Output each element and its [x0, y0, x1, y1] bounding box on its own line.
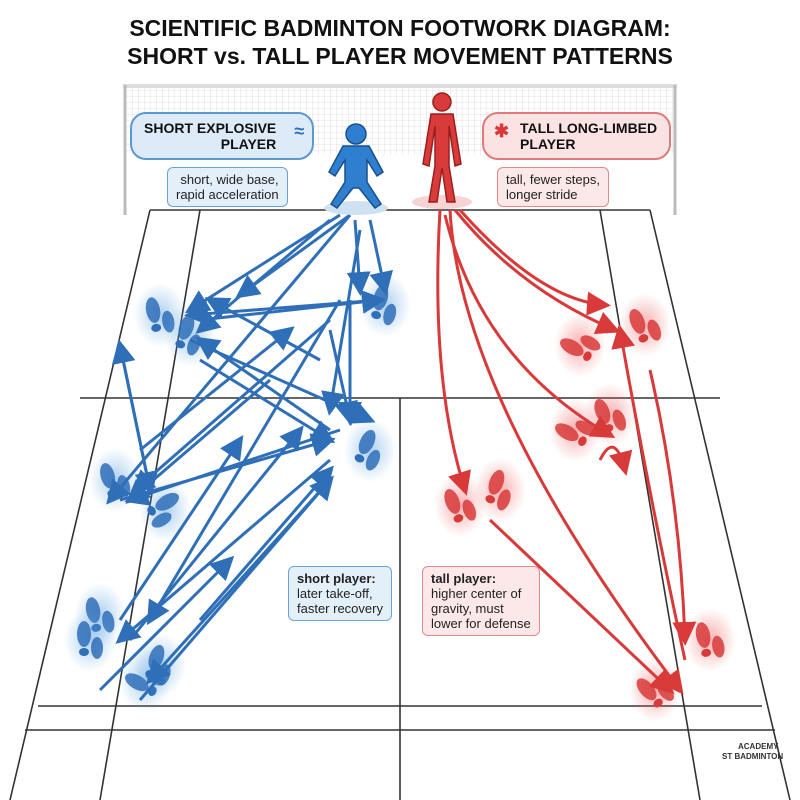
footprint-heel: [638, 334, 649, 343]
tall-note-line3: lower for defense: [431, 616, 531, 631]
diagram-title: SCIENTIFIC BADMINTON FOOTWORK DIAGRAM: S…: [0, 14, 800, 70]
arrow-short-player: [204, 297, 321, 362]
arrow-tall-player: [458, 209, 611, 316]
footprint: [485, 469, 511, 511]
footprint-heel: [453, 514, 464, 523]
footprint: [560, 335, 601, 361]
footprint-sole: [77, 621, 91, 647]
short-player-figure: [324, 123, 388, 215]
footprint: [77, 621, 103, 659]
footprint: [695, 622, 725, 658]
tall-player-desc: tall, fewer steps, longer stride: [497, 167, 609, 207]
arrow-short-player: [125, 378, 271, 504]
arrow-short-player: [198, 465, 334, 621]
tall-desc-line2: longer stride: [506, 187, 578, 202]
arrow-short-player: [139, 326, 295, 452]
arrow-short-player: [321, 229, 362, 416]
movement-arrows: [98, 209, 697, 701]
footprint-sole: [358, 429, 376, 455]
arrow-tall-player: [448, 209, 684, 695]
footprint-heel: [151, 323, 162, 332]
short-desc-line2: rapid acceleration: [176, 187, 279, 202]
arrow-short-player: [368, 219, 393, 296]
arrow-short-player: [118, 344, 159, 496]
footprint-sole: [91, 637, 103, 659]
footprint-sole: [560, 338, 584, 357]
footprint-heel: [701, 648, 712, 657]
footprint: [354, 429, 381, 471]
footprint-sole: [497, 489, 511, 511]
tall-note-title: tall player:: [431, 571, 497, 586]
court-line: [599, 209, 701, 800]
arrow-tall-player: [648, 369, 697, 646]
title-line-1: SCIENTIFIC BADMINTON FOOTWORK DIAGRAM:: [129, 15, 671, 41]
arrow-tall-player: [611, 324, 687, 661]
tall-note-line1: higher center of: [431, 586, 522, 601]
arrow-short-player: [98, 555, 235, 692]
footprint-sole: [647, 319, 662, 341]
footprint-sole: [695, 622, 711, 648]
title-line-2: SHORT vs. TALL PLAYER MOVEMENT PATTERNS: [127, 43, 673, 69]
footprint-heel: [354, 454, 365, 463]
tall-player-label: ✱ TALL LONG-LIMBED PLAYER: [482, 112, 672, 160]
logo-line2: ST BADMINTON: [722, 752, 784, 761]
arrow-tall-player: [443, 214, 616, 439]
footprint-sole: [712, 635, 725, 658]
running-person-icon: ✱: [494, 121, 510, 141]
short-player-desc: short, wide base, rapid acceleration: [167, 167, 288, 207]
footprint-heel: [583, 351, 592, 361]
arrow-tall-player: [436, 209, 471, 496]
footprint-sole: [555, 423, 579, 442]
short-player-note: short player: later take-off, faster rec…: [288, 566, 392, 621]
short-note-line1: later take-off,: [297, 586, 373, 601]
tall-player-figure: [412, 92, 472, 209]
short-note-line2: faster recovery: [297, 601, 383, 616]
short-desc-line1: short, wide base,: [180, 172, 279, 187]
footprint-sole: [580, 335, 601, 351]
footprint-heel: [175, 340, 186, 349]
short-note-title: short player:: [297, 571, 376, 586]
academy-logo: ACADEMY ST BADMINTON: [722, 742, 783, 762]
arrow-tall-player: [598, 445, 633, 476]
arrow-short-player: [128, 425, 304, 641]
footprint-heel: [147, 506, 156, 516]
footprint-sole: [488, 469, 505, 495]
footprint-sole: [636, 678, 657, 701]
footprint-sole: [612, 409, 627, 431]
arrow-short-player: [199, 358, 336, 444]
arrow-short-player: [138, 475, 334, 701]
footprint-heel: [653, 698, 663, 708]
arrow-tall-player: [488, 518, 675, 695]
footprint-sole: [145, 297, 161, 323]
footprint-heel: [578, 436, 587, 446]
footprint-sole: [462, 499, 477, 521]
logo-line1: ACADEMY: [738, 742, 779, 751]
tall-label-line2: PLAYER: [520, 136, 576, 152]
short-label-line1: SHORT EXPLOSIVE: [144, 120, 277, 136]
court-line: [9, 209, 151, 800]
short-player-label: SHORT EXPLOSIVE PLAYER ≈: [130, 112, 315, 160]
tall-player-note: tall player: higher center of gravity, m…: [422, 566, 540, 636]
footprint-heel: [79, 648, 89, 656]
spring-icon: ≈: [294, 121, 305, 141]
court-line: [649, 209, 791, 800]
tall-note-line2: gravity, must: [431, 601, 504, 616]
arrow-short-player: [118, 435, 244, 621]
footprint-sole: [151, 512, 172, 528]
arrow-tall-player: [453, 209, 621, 335]
footprint-sole: [155, 492, 179, 511]
short-label-line2: PLAYER: [220, 136, 277, 152]
footprint-sole: [383, 303, 397, 326]
footprint-heel: [485, 495, 496, 504]
footprint-sole: [365, 449, 381, 471]
arrow-short-player: [346, 219, 371, 296]
tall-label-line1: TALL LONG-LIMBED: [520, 120, 658, 136]
tall-desc-line1: tall, fewer steps,: [506, 172, 600, 187]
footprint: [147, 492, 179, 528]
